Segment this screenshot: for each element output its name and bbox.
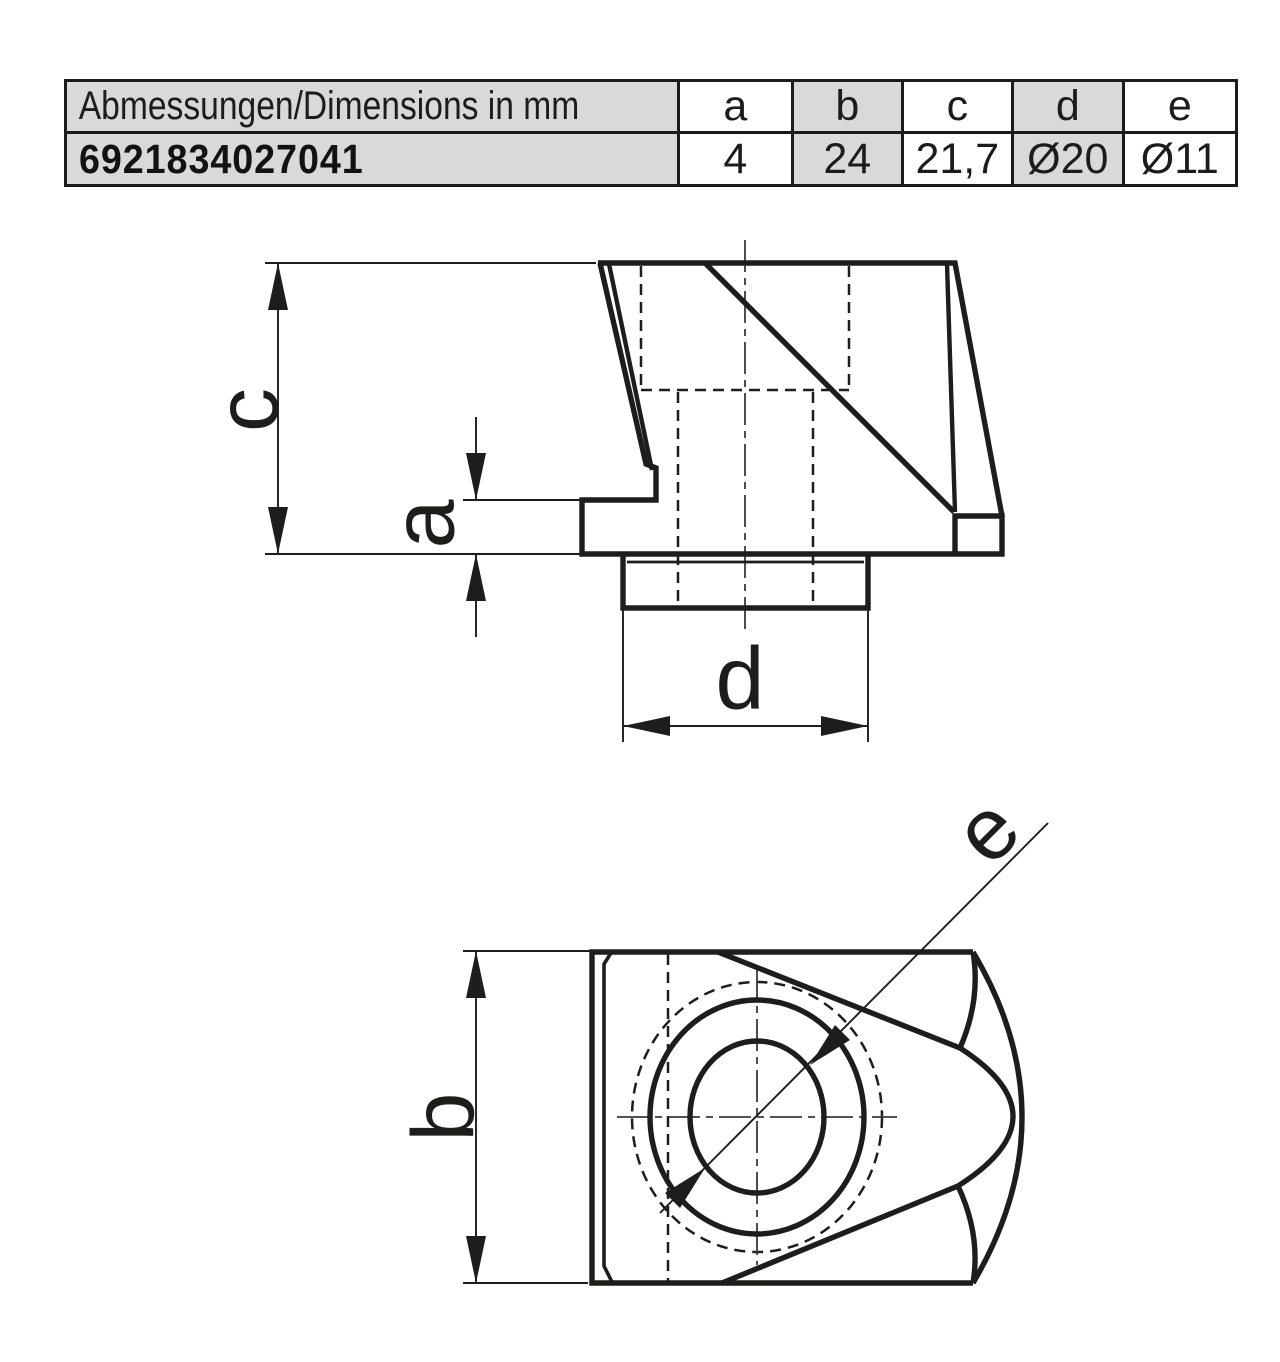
arrowhead <box>466 554 486 601</box>
arrowhead <box>466 453 486 500</box>
column-header-e: e <box>1121 79 1238 134</box>
wedge-face-edge <box>717 949 961 1051</box>
table-header-row: Abmessungen/Dimensions in mm a b c d e <box>64 79 1238 134</box>
table-value-row: 6921834027041 4 24 21,7 Ø20 Ø11 <box>64 131 1238 187</box>
inner-sphere-arc <box>956 1045 1016 1189</box>
arrowhead <box>665 1168 705 1208</box>
column-header-b: b <box>790 79 904 134</box>
value-e: Ø11 <box>1121 131 1238 187</box>
leader-line-e <box>659 822 1049 1214</box>
value-a: 4 <box>676 131 794 187</box>
arrowhead <box>466 1236 486 1283</box>
wedge-diagonal-edge <box>704 262 956 514</box>
column-header-a: a <box>676 79 794 134</box>
label-a: a <box>374 499 473 548</box>
arrowhead <box>623 716 670 736</box>
arrowhead <box>810 1025 850 1065</box>
bottom-view: b e <box>394 778 1049 1286</box>
counterbore-circle <box>647 997 867 1237</box>
chamfer-edge <box>606 263 655 471</box>
side-view: c a d <box>198 240 1005 742</box>
label-d: d <box>716 629 765 728</box>
arrowhead <box>466 951 486 998</box>
outline-path <box>579 262 1005 557</box>
spherical-end-arc <box>970 950 1025 1285</box>
outline-path <box>589 949 973 1286</box>
part-number-cell: 6921834027041 <box>64 131 680 187</box>
through-hole-circle <box>687 1038 827 1196</box>
value-c: 21,7 <box>900 131 1014 187</box>
dimension-header-label: Abmessungen/Dimensions in mm <box>78 84 580 128</box>
outline-path <box>598 260 1005 517</box>
part-number: 6921834027041 <box>78 135 364 182</box>
dimension-table: Abmessungen/Dimensions in mm a b c d e 6… <box>64 79 1238 187</box>
wedge-face-edge <box>720 1183 960 1286</box>
arrowhead <box>268 507 288 554</box>
arrowhead <box>821 716 868 736</box>
value-b: 24 <box>790 131 904 187</box>
left-chamfer-edge <box>602 952 614 1283</box>
value-d: Ø20 <box>1010 131 1125 187</box>
corner-edge-curve <box>957 951 978 1050</box>
arrowhead <box>268 263 288 310</box>
column-header-d: d <box>1010 79 1125 134</box>
corner-edge-curve <box>955 1184 978 1284</box>
column-header-c: c <box>900 79 1014 134</box>
label-b: b <box>394 1093 493 1142</box>
dimension-header-cell: Abmessungen/Dimensions in mm <box>64 79 680 134</box>
label-c: c <box>198 388 297 432</box>
chamfer-edge <box>944 263 958 513</box>
label-e: e <box>934 778 1039 883</box>
